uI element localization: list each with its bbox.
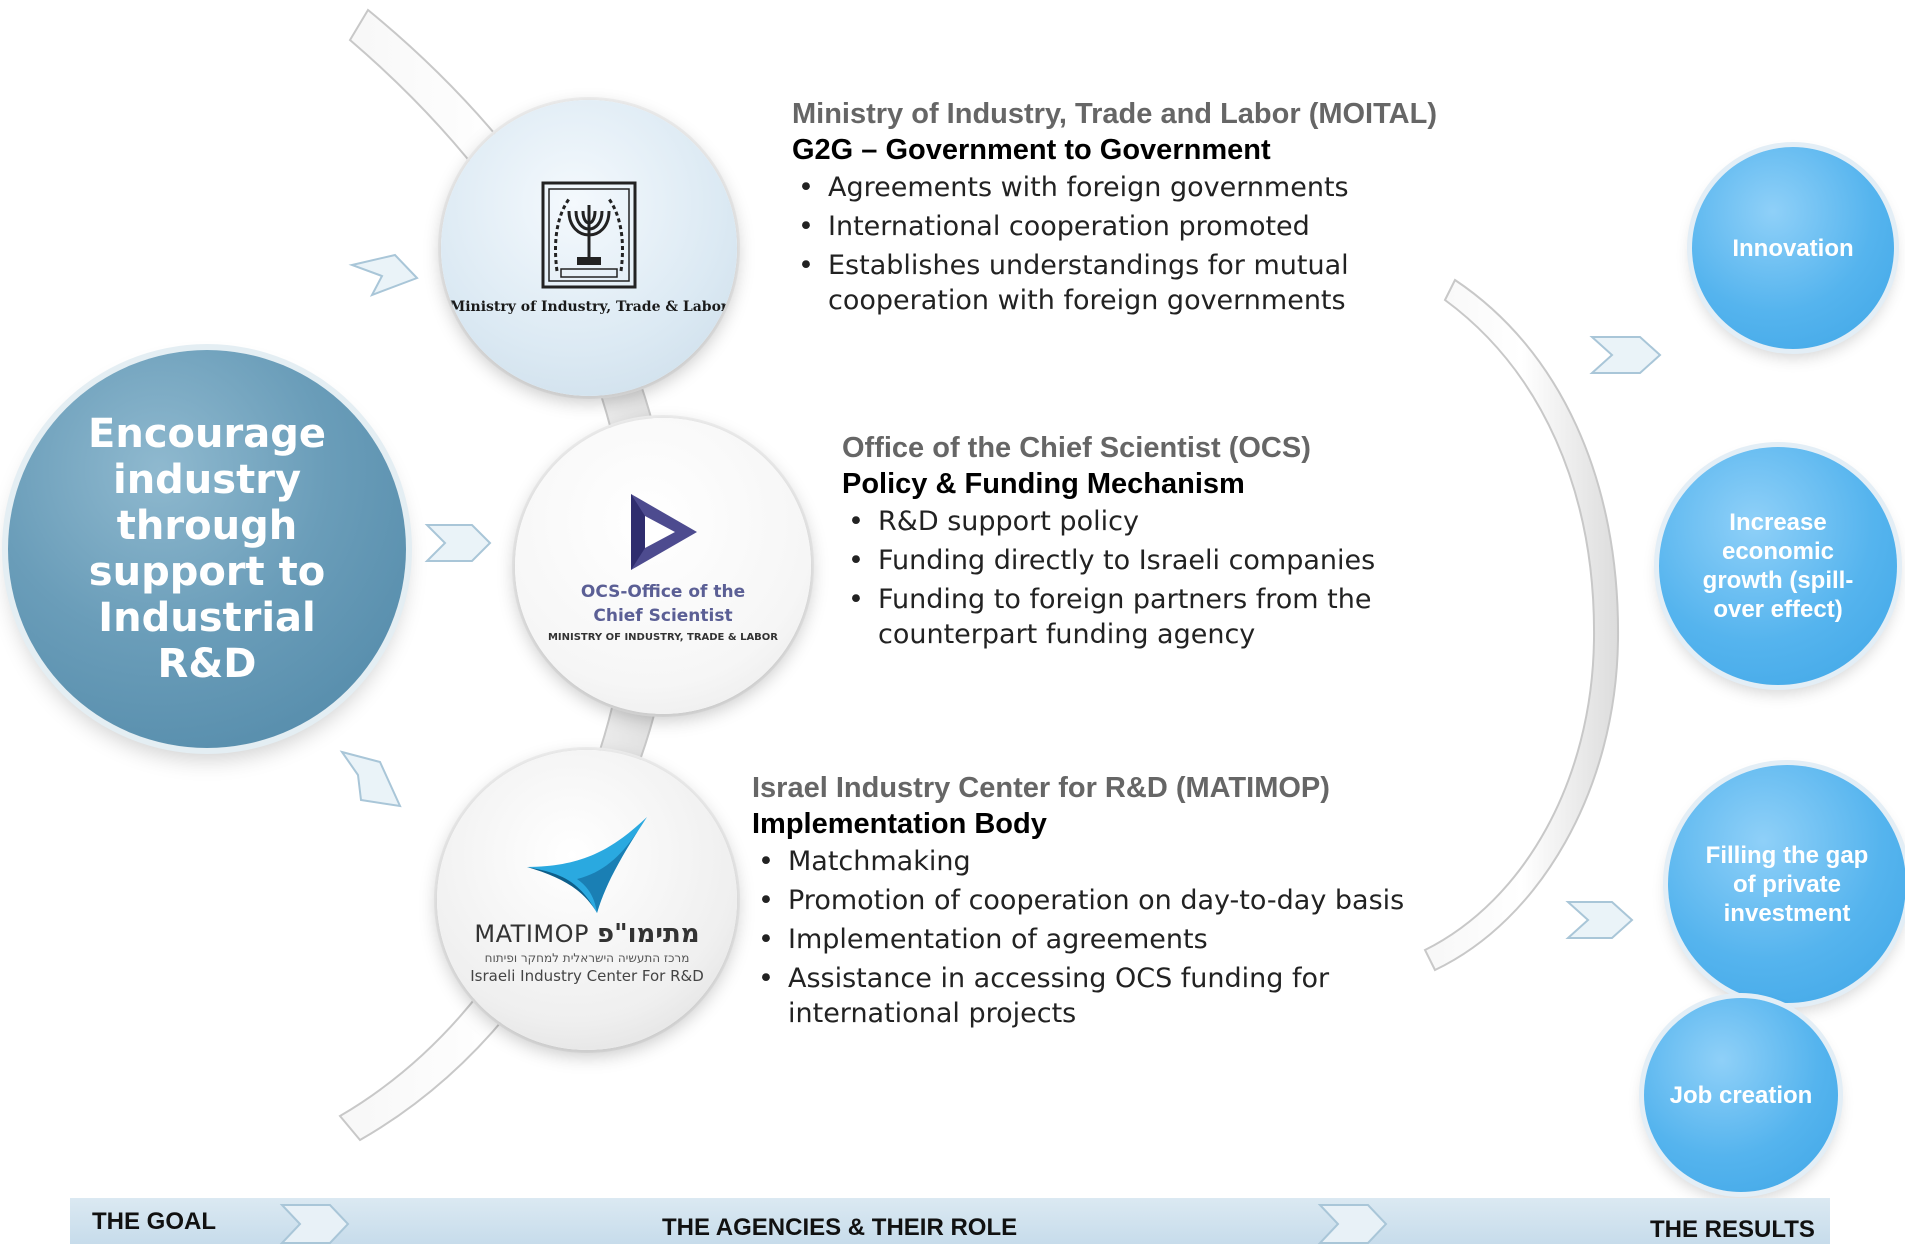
agency-bullets: R&D support policy Funding directly to I…: [842, 504, 1562, 652]
matimop-logo-latin: MATIMOP: [474, 920, 589, 948]
label-the-results: THE RESULTS: [1650, 1216, 1815, 1243]
matimop-wing-logo-icon: [527, 817, 647, 913]
bullet-item: International cooperation promoted: [792, 209, 1512, 244]
agency-moital: Ministry of Industry, Trade and Labor (M…: [792, 96, 1512, 322]
label-the-goal: THE GOAL: [92, 1208, 216, 1235]
matimop-logo-circle: MATIMOP מתימו"פ מרכז התעשיה הישראלית למח…: [437, 750, 737, 1050]
result-circle-innovation: Innovation: [1692, 147, 1894, 349]
chevron-icon: [424, 524, 492, 562]
result-label: Increase economic growth (spill-over eff…: [1702, 509, 1854, 623]
ocs-logo-circle: OCS-Office of the Chief Scientist MINIST…: [515, 418, 811, 714]
agency-name: Israel Industry Center for R&D (MATIMOP): [752, 772, 1330, 804]
ocs-logo-name: OCS-Office of the Chief Scientist: [580, 581, 746, 626]
agency-bullets: Matchmaking Promotion of cooperation on …: [752, 844, 1472, 1031]
agency-role: G2G – Government to Government: [792, 134, 1271, 166]
bullet-item: Assistance in accessing OCS funding for …: [752, 961, 1438, 1031]
result-circle-private-investment: Filling the gap of private investment: [1668, 765, 1905, 1003]
moital-logo-caption: Ministry of Industry, Trade & Labor: [449, 299, 729, 315]
ocs-logo-subtitle: MINISTRY OF INDUSTRY, TRADE & LABOR: [547, 631, 779, 643]
goal-text: Encourage industry through support to In…: [88, 411, 326, 687]
chevron-icon: [1589, 336, 1662, 374]
agency-ocs: Office of the Chief Scientist (OCS) Poli…: [842, 430, 1562, 656]
result-circle-economic-growth: Increase economic growth (spill-over eff…: [1659, 447, 1897, 685]
matimop-logo-hebrew-subtitle: מרכז התעשיה הישראלית למחקר ופיתוח: [484, 951, 690, 965]
chevron-icon: [1565, 901, 1634, 939]
result-label: Job creation: [1669, 1081, 1813, 1109]
agency-name: Office of the Chief Scientist (OCS): [842, 432, 1311, 464]
agency-name: Ministry of Industry, Trade and Labor (M…: [792, 98, 1437, 130]
moital-logo-circle: Ministry of Industry, Trade & Labor: [441, 100, 737, 396]
chevron-icon: [348, 253, 419, 297]
result-label: Filling the gap of private investment: [1705, 841, 1869, 927]
matimop-logo-subtitle: Israeli Industry Center For R&D: [470, 967, 704, 985]
goal-circle: Encourage industry through support to In…: [8, 350, 406, 748]
result-label: Innovation: [1732, 234, 1854, 262]
bullet-item: Implementation of agreements: [752, 922, 1472, 957]
bullet-item: Funding directly to Israeli companies: [842, 543, 1562, 578]
chevron-icon: [279, 1204, 350, 1244]
agency-role: Policy & Funding Mechanism: [842, 468, 1245, 500]
agency-matimop: Israel Industry Center for R&D (MATIMOP)…: [752, 770, 1472, 1035]
agency-bullets: Agreements with foreign governments Inte…: [792, 170, 1512, 318]
chevron-icon: [1317, 1204, 1388, 1244]
bullet-item: Agreements with foreign governments: [792, 170, 1512, 205]
chevron-icon: [339, 750, 402, 808]
bullet-item: R&D support policy: [842, 504, 1562, 539]
bottom-bar: [70, 1198, 1830, 1244]
ocs-play-logo-icon: [631, 493, 697, 570]
menorah-emblem-icon: [541, 181, 637, 289]
agency-role: Implementation Body: [752, 808, 1047, 840]
bullet-item: Promotion of cooperation on day-to-day b…: [752, 883, 1438, 918]
right-arc: [1423, 278, 1620, 972]
matimop-logo-hebrew: מתימו"פ: [596, 919, 700, 949]
bullet-item: Funding to foreign partners from the cou…: [842, 582, 1488, 652]
bullet-item: Establishes understandings for mutual co…: [792, 248, 1468, 318]
result-circle-job-creation: Job creation: [1644, 998, 1838, 1192]
bullet-item: Matchmaking: [752, 844, 1472, 879]
label-the-agencies: THE AGENCIES & THEIR ROLE: [662, 1214, 1018, 1241]
